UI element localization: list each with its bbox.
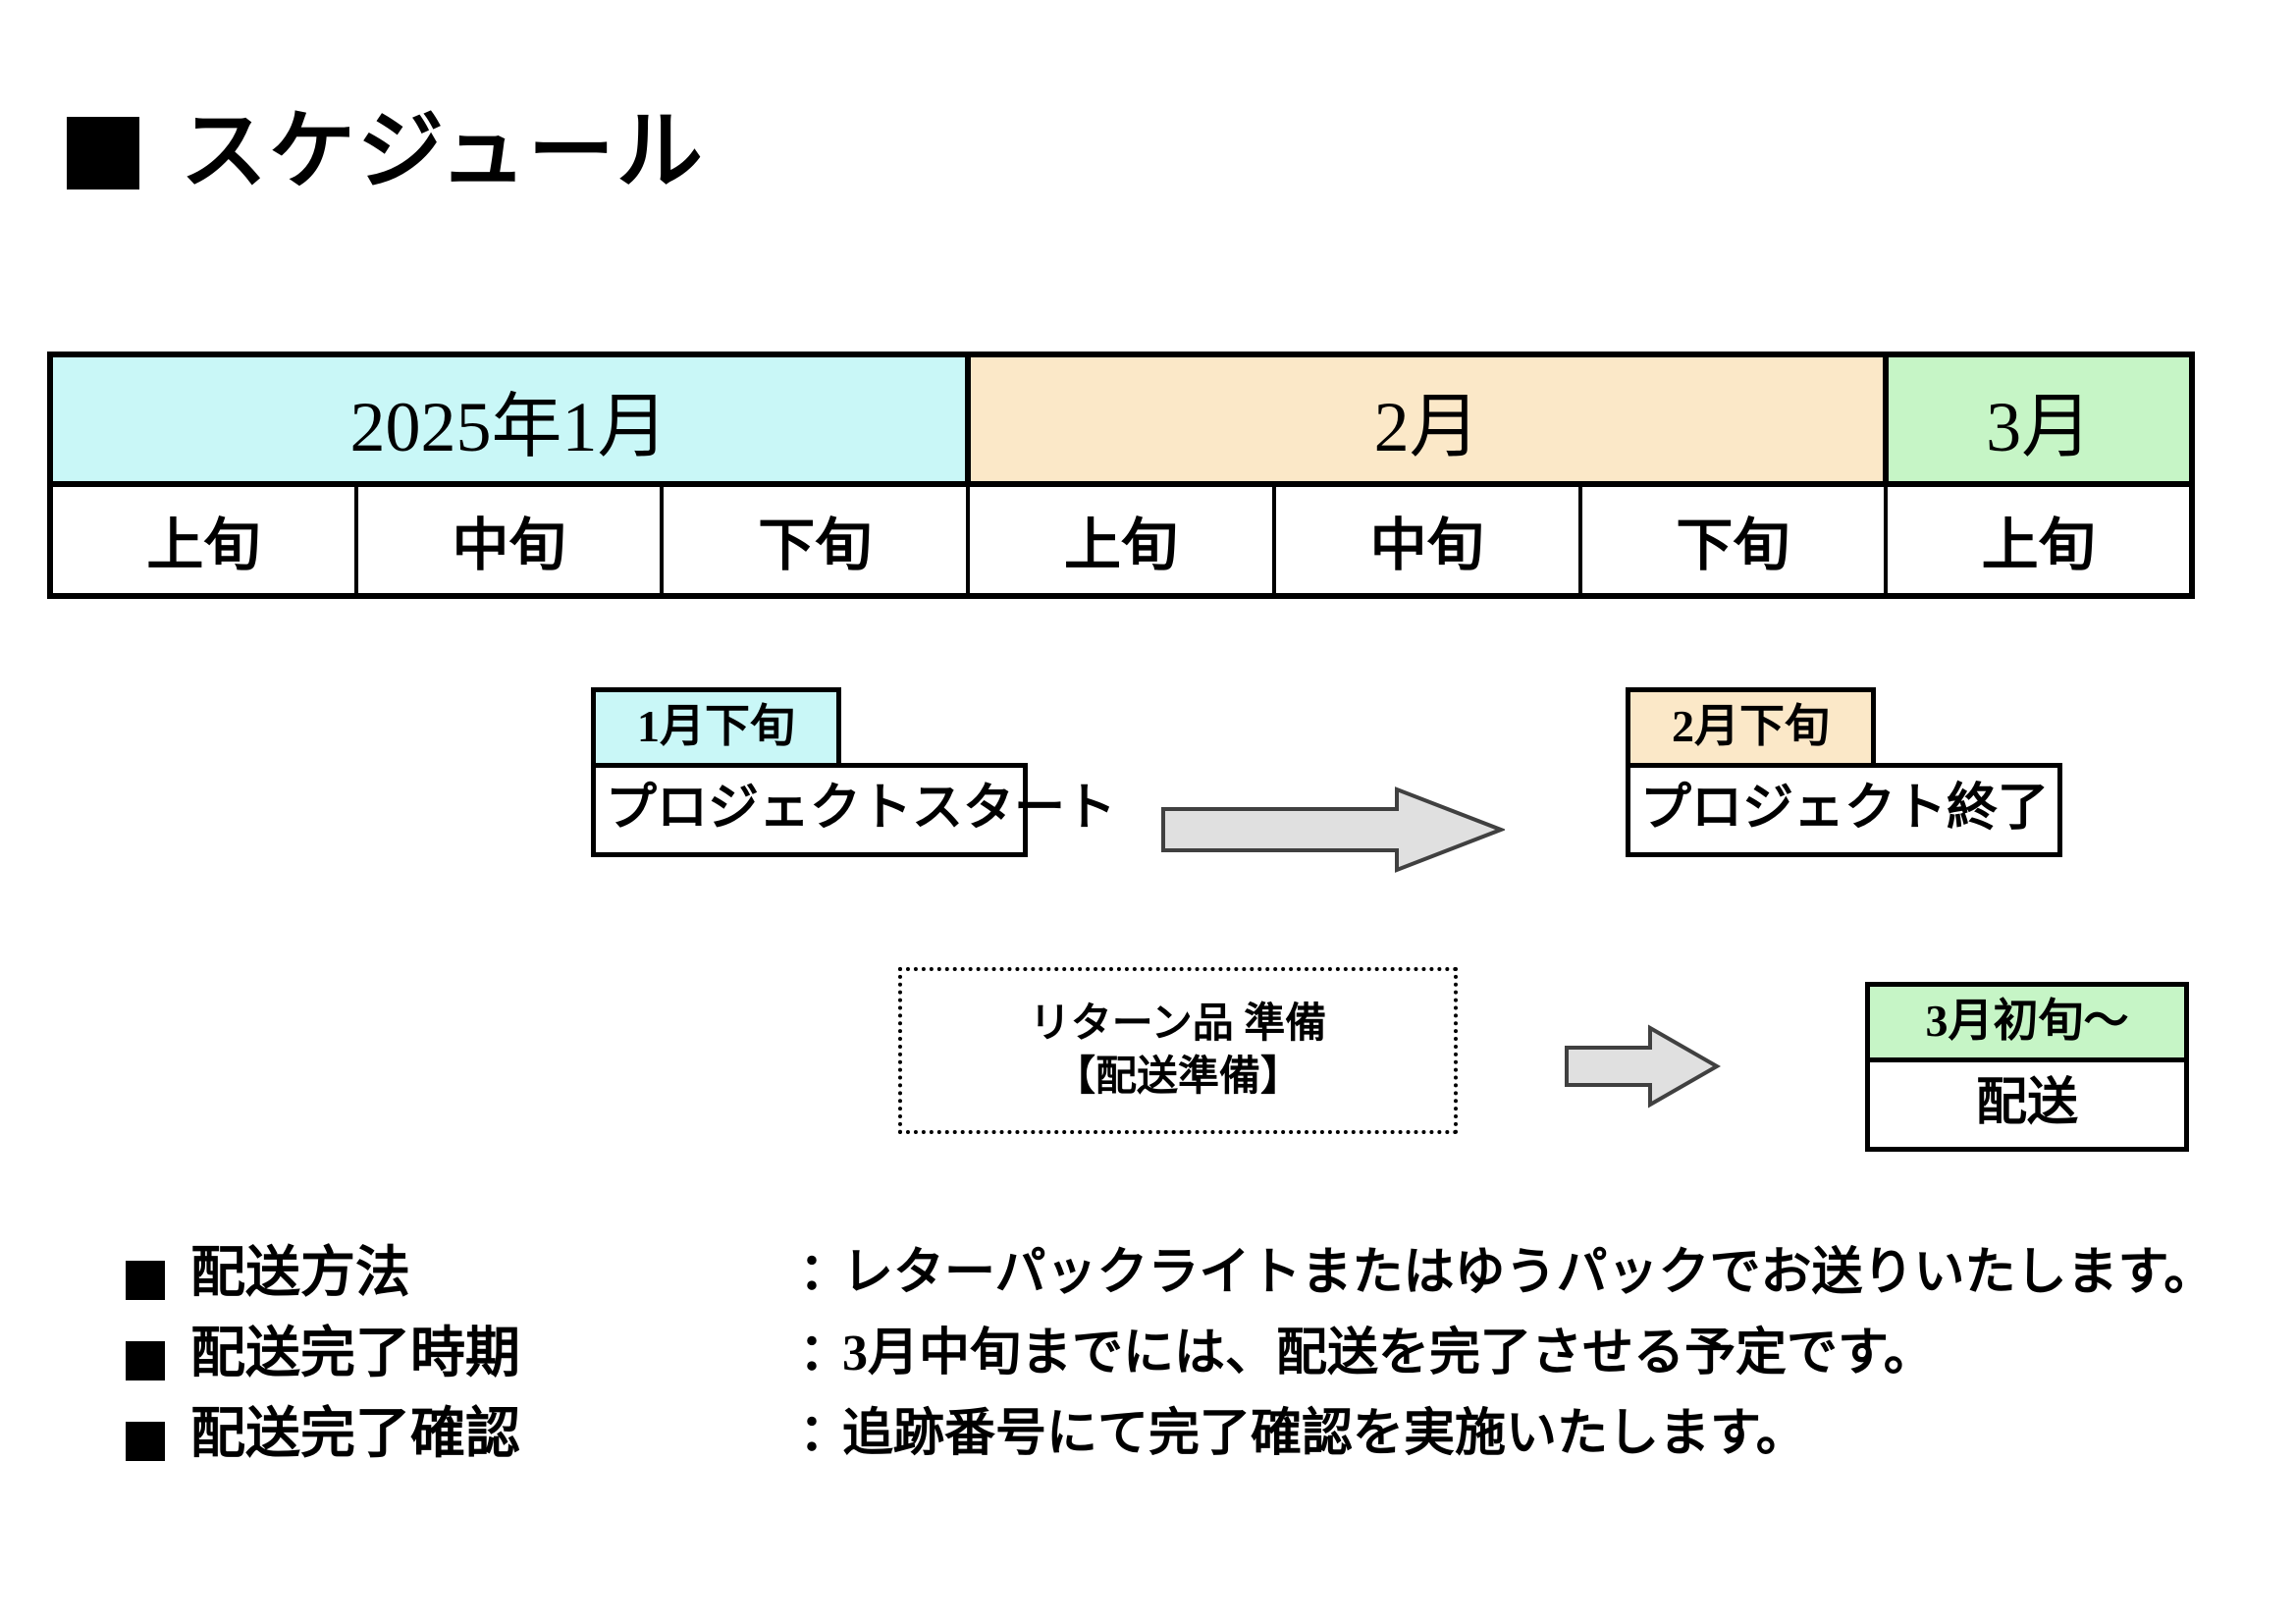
legend-row: 配送完了時期 ： 3月中旬までには、配送を完了させる予定です。 [126,1326,2215,1406]
legend-list: 配送方法 ： レターパックライトまたはゆうパックでお送りいたします。 配送完了時… [126,1245,2215,1487]
legend-label: 配送方法 [190,1243,410,1304]
legend-separator: ： [799,1406,851,1462]
milestone-start-name: プロジェクトスタート [591,763,1116,857]
right-arrow-icon [1161,785,1507,879]
timeline-tens-cell-5: 中旬 [1271,482,1582,599]
page-title-text: スケジュール [181,105,705,200]
legend-row: 配送方法 ： レターパックライトまたはゆうパックでお送りいたします。 [126,1245,2215,1326]
page-title: スケジュール [67,110,705,196]
legend-value: 3月中旬までには、配送を完了させる予定です。 [842,1326,1935,1381]
legend-separator: ： [799,1326,851,1381]
milestone-shipping: 3月初旬～ 配送 [1865,982,2189,1152]
legend-row: 配送完了確認 ： 追跡番号にて完了確認を実施いたします。 [126,1406,2215,1487]
milestone-end-name: プロジェクト終了 [1626,763,2062,857]
legend-label: 配送完了確認 [190,1404,520,1465]
square-bullet-icon [126,1261,165,1300]
timeline-month-cell-jan: 2025年1月 [46,352,972,487]
timeline-tens-cell-6: 下旬 [1577,482,1889,599]
return-preparation-box: リターン品 準備 【配送準備】 [898,967,1458,1134]
timeline-month-cell-mar: 3月 [1883,352,2195,487]
milestone-project-start: 1月下旬 プロジェクトスタート [591,687,1116,857]
timeline-tens-cell-4: 上旬 [966,482,1276,599]
timeline-month-cell-feb: 2月 [965,352,1890,487]
legend-label: 配送完了時期 [190,1324,520,1384]
timeline-months-row: 2025年1月 2月 3月 [46,352,2195,487]
legend-value: 追跡番号にて完了確認を実施いたします。 [842,1406,1807,1462]
legend-separator: ： [799,1245,851,1301]
milestone-start-period: 1月下旬 [591,687,841,763]
square-bullet-icon [67,117,139,189]
square-bullet-icon [126,1341,165,1380]
prep-box-line-2: 【配送準備】 [1053,1055,1302,1100]
legend-value: レターパックライトまたはゆうパックでお送りいたします。 [842,1245,2216,1301]
prep-box-line-1: リターン品 準備 [1029,1001,1327,1047]
schedule-timeline-table: 2025年1月 2月 3月 上旬 中旬 下旬 上旬 中旬 下旬 上旬 [46,352,2195,599]
timeline-tens-row: 上旬 中旬 下旬 上旬 中旬 下旬 上旬 [47,482,2195,599]
square-bullet-icon [126,1422,165,1461]
milestone-shipping-period: 3月初旬～ [1865,982,2189,1057]
milestone-project-end: 2月下旬 プロジェクト終了 [1626,687,2062,857]
milestone-end-period: 2月下旬 [1626,687,1876,763]
timeline-tens-cell-3: 下旬 [660,482,971,599]
timeline-tens-cell-7: 上旬 [1884,482,2195,599]
right-arrow-icon [1564,1024,1722,1113]
milestone-shipping-name: 配送 [1865,1057,2189,1152]
timeline-tens-cell-2: 中旬 [353,482,665,599]
timeline-tens-cell-1: 上旬 [47,482,358,599]
